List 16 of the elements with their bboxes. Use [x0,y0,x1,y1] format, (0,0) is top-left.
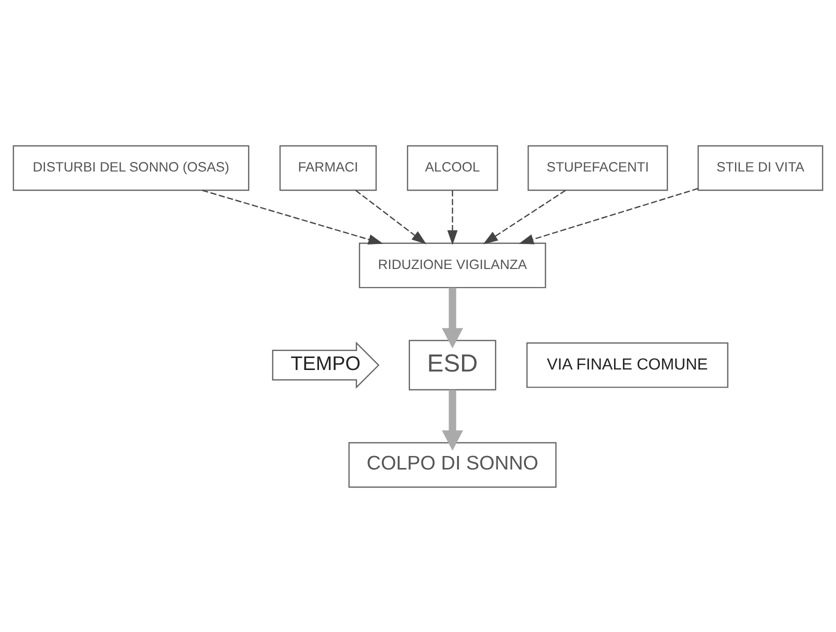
node-box: ESD [408,339,496,390]
arrow [483,189,566,244]
node-box: ALCOOL [406,144,498,190]
node-box: STILE DI VITA [698,144,824,190]
arrow [442,287,464,348]
node-box: DISTURBI DEL SONNO (OSAS) [12,144,250,190]
arrow [355,189,426,244]
arrow [447,190,458,245]
arrow [442,389,464,450]
arrow [202,189,384,244]
node-box: FARMACI [279,144,377,190]
node-box: COLPO DI SONNO [348,442,557,488]
node-box: STUPEFACENTI [528,144,668,190]
node-box: RIDUZIONE VIGILANZA [358,242,546,288]
arrow [518,187,698,244]
node-box: VIA FINALE COMUNE [526,342,728,388]
